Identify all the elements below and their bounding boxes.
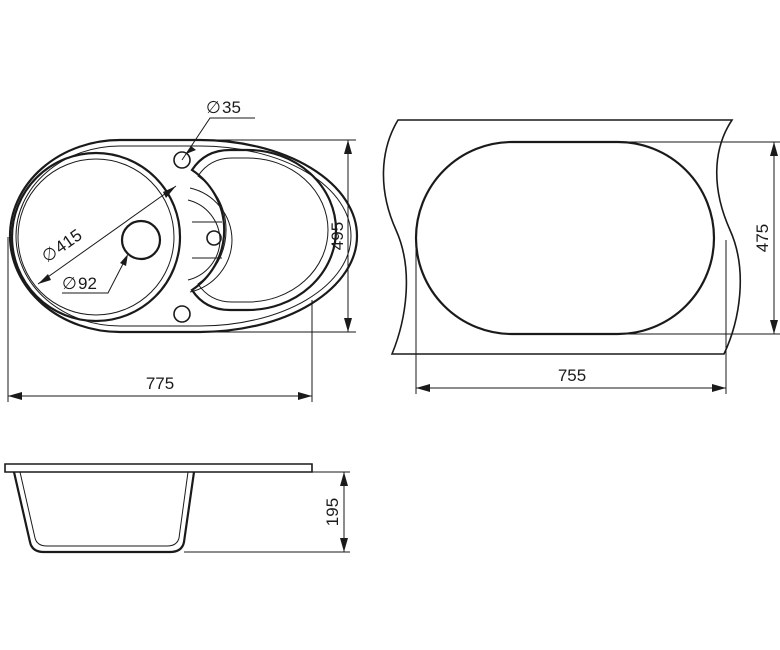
sink-outer-rim: [8, 138, 359, 334]
tap-hole-top: [173, 151, 191, 169]
side-bowl: [12, 471, 196, 554]
drain-diameter-leader: [62, 257, 127, 294]
drainboard-recess: [189, 187, 233, 293]
cutout-height-label: 475: [753, 224, 772, 252]
arrow-495-bottom: [344, 318, 352, 332]
top-view-height-label: 495: [328, 222, 347, 250]
overflow-hole: [206, 230, 222, 246]
oval-cutout: [414, 140, 716, 336]
bowl-diameter-leader: [37, 185, 177, 285]
main-bowl: [10, 151, 182, 323]
drain-diameter-label: 92: [78, 274, 97, 293]
bowl-diameter-arrow-b: [163, 186, 176, 198]
sink-top-view: [8, 117, 359, 334]
countertop-outline: [382, 119, 742, 355]
arrow-755-left: [416, 384, 430, 392]
arrow-775-right: [298, 392, 312, 400]
drain-hole: [120, 219, 162, 261]
drain-diameter-arrow: [120, 254, 128, 266]
sink-side-view: 195: [4, 463, 350, 554]
arrow-475-top: [770, 142, 778, 156]
arrow-775-left: [8, 392, 22, 400]
dim-labels-top-view: ∅ 35 ∅ 415 ∅ 92: [38, 98, 241, 293]
tap-hole-leader: [181, 117, 255, 161]
cutout-width-label: 755: [558, 366, 586, 385]
arrow-195-top: [340, 472, 348, 486]
arrow-495-top: [344, 140, 352, 154]
top-view-height-dimension: 495: [200, 139, 356, 333]
side-rim: [4, 463, 313, 473]
main-bowl-inner-edge: [17, 158, 175, 316]
side-bowl-inner: [19, 471, 189, 547]
tap-hole-diameter-symbol: ∅: [206, 98, 221, 117]
depth-label: 195: [323, 498, 342, 526]
drainboard-inner-edge: [197, 157, 329, 303]
tap-hole-diameter-label: 35: [222, 98, 241, 117]
cutout-template: 475 755: [382, 119, 780, 394]
bowl-diameter-arrow-a: [38, 274, 51, 284]
tap-hole-arrow: [186, 146, 196, 154]
drain-diameter-symbol: ∅: [62, 274, 77, 293]
top-view-width-dimension: 775: [7, 237, 313, 402]
arrow-755-right: [712, 384, 726, 392]
drainboard: [190, 148, 338, 312]
arrow-475-bottom: [770, 320, 778, 334]
arrow-195-bottom: [340, 538, 348, 552]
tap-hole-bottom: [173, 305, 191, 323]
drainboard-recess-inner: [187, 199, 221, 281]
top-view-width-label: 775: [146, 374, 174, 393]
